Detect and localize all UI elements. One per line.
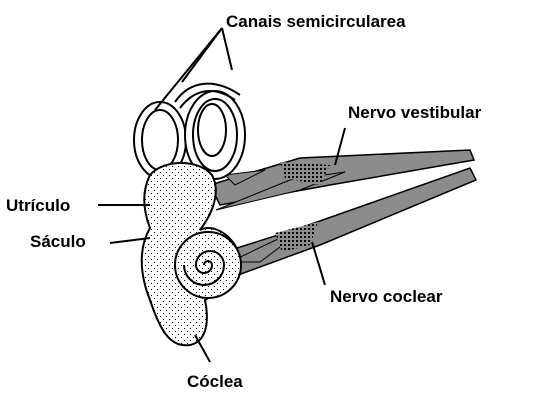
label-coclea: Cóclea — [187, 372, 243, 392]
leader-coclea — [195, 335, 210, 362]
label-nervo-vestibular: Nervo vestibular — [348, 103, 481, 123]
leader-canais-2 — [222, 28, 232, 70]
label-nervo-coclear: Nervo coclear — [330, 287, 442, 307]
label-utriculo: Utrículo — [6, 196, 70, 216]
label-canais-semicirculares: Canais semicircularea — [226, 12, 406, 32]
leader-nervo-coclear — [312, 242, 325, 285]
label-saculo: Sáculo — [30, 232, 86, 252]
